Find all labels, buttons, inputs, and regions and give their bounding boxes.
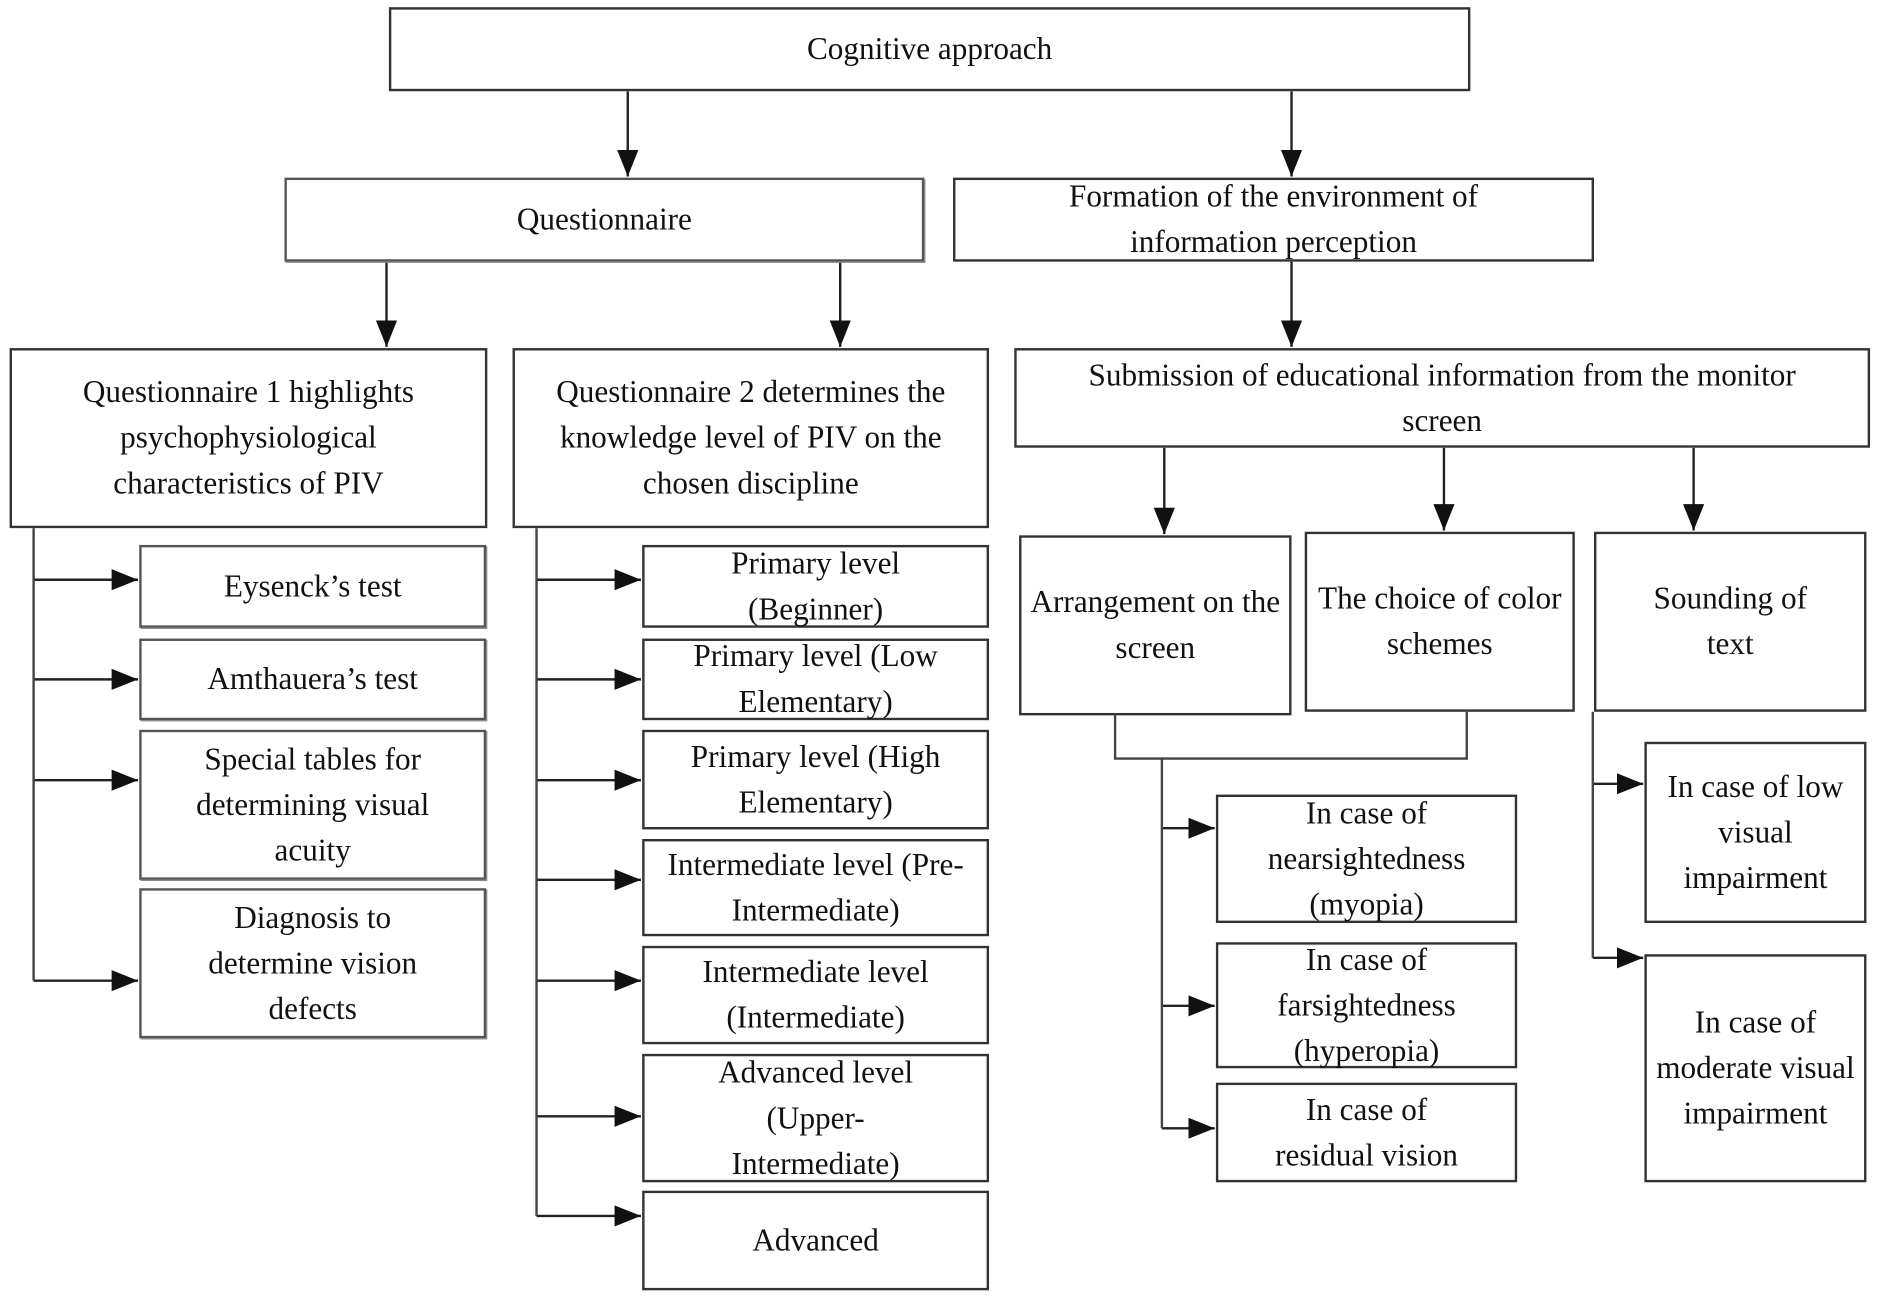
q1-item: Eysenck’s test: [139, 544, 487, 628]
q2-item: Primary level (High Elementary): [642, 729, 990, 830]
vision-case-box: In case of farsightedness (hyperopia): [1215, 942, 1518, 1069]
impairment-case-box: In case of moderate visual impairment: [1644, 954, 1867, 1183]
impairment-case-box: In case of low visual impairment: [1644, 741, 1867, 924]
questionnaire-box: Questionnaire: [284, 177, 925, 262]
color-schemes-box: The choice of color schemes: [1304, 531, 1575, 712]
questionnaire-1-box: Questionnaire 1 highlights psychophysiol…: [9, 348, 488, 529]
questionnaire-2-box: Questionnaire 2 determines the knowledge…: [512, 348, 990, 529]
q1-item: Amthauera’s test: [139, 638, 487, 721]
arrangement-box: Arrangement on the screen: [1019, 535, 1292, 716]
submission-box: Submission of educational information fr…: [1014, 348, 1871, 448]
sounding-box: Sounding of text: [1593, 531, 1867, 712]
formation-box: Formation of the environment of informat…: [953, 177, 1594, 262]
q2-item: Intermediate level (Pre-Intermediate): [642, 839, 990, 937]
q1-item: Special tables for determining visual ac…: [139, 729, 487, 880]
vision-case-box: In case of residual vision: [1215, 1082, 1518, 1183]
q2-item: Advanced level (Upper-Intermediate): [642, 1053, 990, 1183]
q2-item: Intermediate level (Intermediate): [642, 945, 990, 1045]
q2-item: Primary level (Low Elementary): [642, 638, 990, 721]
q2-item: Primary level (Beginner): [642, 544, 990, 628]
q1-item: Diagnosis to determine vision defects: [139, 888, 487, 1039]
vision-case-box: In case of nearsightedness (myopia): [1215, 794, 1518, 924]
q2-item: Advanced: [642, 1190, 990, 1291]
cognitive-approach-box: Cognitive approach: [388, 7, 1471, 92]
